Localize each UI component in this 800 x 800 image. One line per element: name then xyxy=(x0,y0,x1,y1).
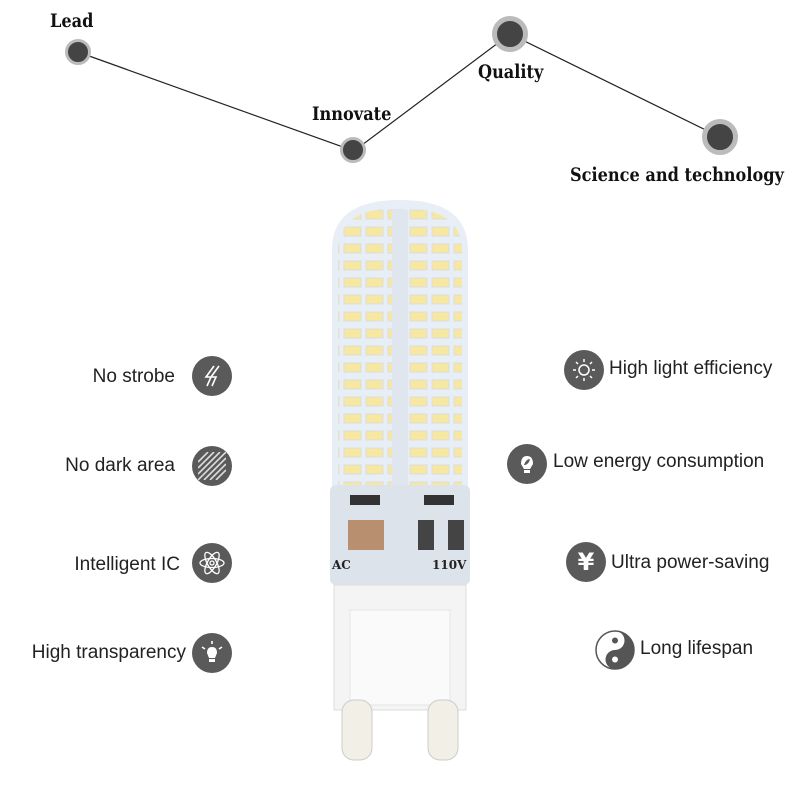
feature-label-no-dark-area: No dark area xyxy=(65,455,175,476)
bulb-label-voltage: 110V xyxy=(432,558,467,572)
sun-icon xyxy=(564,350,604,390)
node-label-science: Science and technology xyxy=(570,164,784,186)
node-label-quality: Quality xyxy=(478,61,544,83)
bulb-label-ac: AC xyxy=(332,558,351,572)
node-label-lead: Lead xyxy=(50,10,94,32)
feature-label-intelligent-ic: Intelligent IC xyxy=(74,554,180,575)
yin-yang-icon xyxy=(595,630,635,670)
node-dot-quality xyxy=(492,16,528,52)
node-dot-innovate xyxy=(340,137,366,163)
feature-label-no-strobe: No strobe xyxy=(92,366,175,387)
feature-label-high-transparency: High transparency xyxy=(31,642,186,663)
atom-icon xyxy=(192,543,232,583)
lightning-icon xyxy=(192,356,232,396)
feature-label-low-energy: Low energy consumption xyxy=(553,451,765,472)
node-dot-lead xyxy=(65,39,91,65)
connector-lines xyxy=(77,33,721,152)
node-dot-science xyxy=(702,119,738,155)
node-label-innovate: Innovate xyxy=(312,103,392,125)
feature-label-ultra-power-saving: Ultra power-saving xyxy=(611,552,770,573)
yen-icon: ¥ xyxy=(566,542,606,582)
leaf-bulb-icon xyxy=(507,444,547,484)
feature-label-high-light-efficiency: High light efficiency xyxy=(609,358,773,379)
feature-label-long-lifespan: Long lifespan xyxy=(640,638,754,659)
bulb-icon xyxy=(192,633,232,673)
stripes-icon xyxy=(192,446,232,486)
bulb-image: AC 110V xyxy=(320,190,480,790)
